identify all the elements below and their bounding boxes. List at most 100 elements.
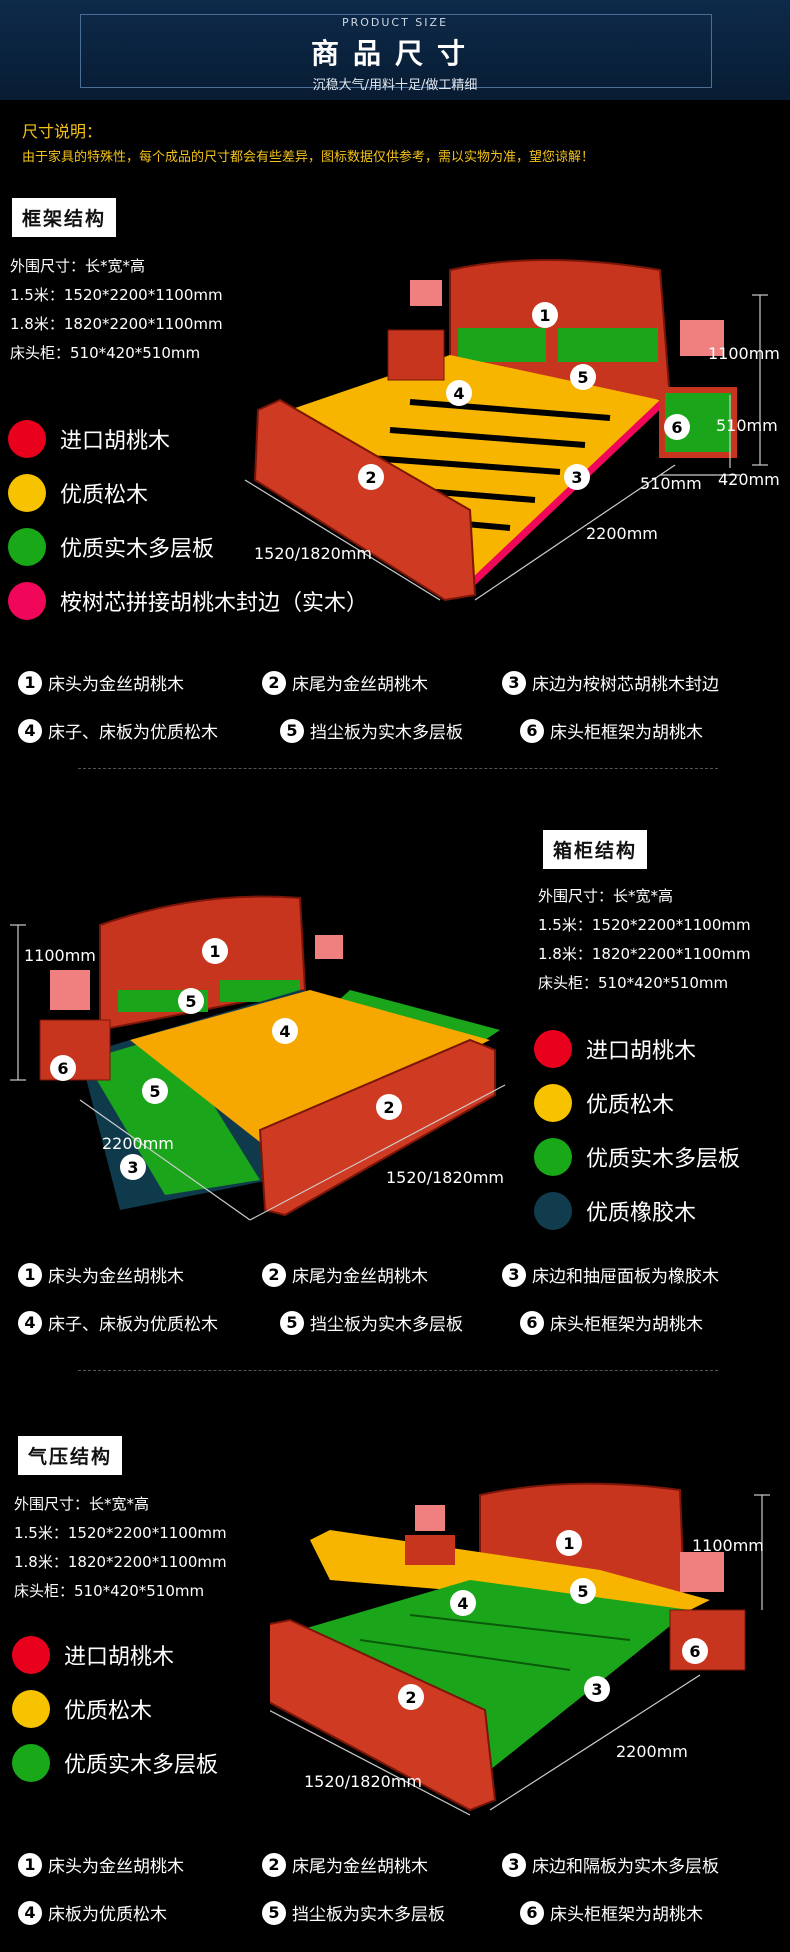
spec-line: 1.5米：1520*2200*1100mm [14,1524,227,1542]
spec-line: 床头柜：510*420*510mm [538,974,729,992]
legend-item: 优质实木多层板 [8,520,368,574]
header-subtitle: 沉稳大气/用料十足/做工精细 [312,78,478,93]
dim-length: 2200mm [102,1134,174,1153]
header-frame [80,14,712,88]
spec-list: 外围尺寸：长*宽*高 1.5米：1520*2200*1100mm 1.8米：18… [10,252,223,368]
spec-line: 1.8米：1820*2200*1100mm [10,315,223,333]
spec-line: 外围尺寸：长*宽*高 [10,257,146,275]
spec-line: 1.8米：1820*2200*1100mm [14,1553,227,1571]
callout-2: 2 [398,1684,424,1710]
legend-item: 优质松木 [534,1076,740,1130]
dim-cabinet-depth: 420mm [718,470,780,489]
callout-4: 4 [450,1590,476,1616]
storage-bed-illustration [10,895,506,1221]
hydraulic-bed-illustration [270,1482,770,1816]
dim-width: 1520/1820mm [254,544,372,563]
walnut-swatch [8,420,46,458]
callout-2: 2 [358,464,384,490]
legend-item: 优质橡胶木 [534,1184,740,1238]
callout-4: 4 [446,380,472,406]
dim-length: 2200mm [616,1742,688,1761]
material-legend: 进口胡桃木 优质松木 优质实木多层板 优质橡胶木 [534,1022,740,1238]
legend-item: 优质实木多层板 [12,1736,218,1790]
material-legend: 进口胡桃木 优质松木 优质实木多层板 桉树芯拼接胡桃木封边（实木） [8,412,368,628]
walnut-swatch [12,1636,50,1674]
dim-width: 1520/1820mm [304,1772,422,1791]
dim-height: 1100mm [708,344,780,363]
callout-3: 3 [564,464,590,490]
spec-line: 外围尺寸：长*宽*高 [538,887,674,905]
notice-text: 由于家具的特殊性，每个成品的尺寸都会有些差异，图标数据仅供参考，需以实物为准，望… [22,150,595,165]
legend-item: 优质松木 [8,466,368,520]
callout-3: 3 [584,1676,610,1702]
dim-length: 2200mm [586,524,658,543]
plywood-swatch [12,1744,50,1782]
spec-line: 1.8米：1820*2200*1100mm [538,945,751,963]
spec-list: 外围尺寸：长*宽*高 1.5米：1520*2200*1100mm 1.8米：18… [538,882,751,998]
spec-line: 床头柜：510*420*510mm [10,344,201,362]
header-eyebrow: PRODUCT SIZE [341,16,449,29]
pine-swatch [534,1084,572,1122]
notice-title: 尺寸说明： [22,122,103,141]
callout-2: 2 [376,1094,402,1120]
callout-1: 1 [556,1530,582,1556]
spec-line: 外围尺寸：长*宽*高 [14,1495,150,1513]
dim-cabinet-height: 510mm [716,416,778,435]
section-tag: 气压结构 [18,1436,123,1475]
spec-list: 外围尺寸：长*宽*高 1.5米：1520*2200*1100mm 1.8米：18… [14,1490,227,1606]
section-tag: 箱柜结构 [543,830,648,869]
callout-6: 6 [682,1638,708,1664]
callout-1: 1 [202,938,228,964]
section-divider [78,768,718,769]
plywood-swatch [534,1138,572,1176]
legend-item: 优质实木多层板 [534,1130,740,1184]
legend-item: 桉树芯拼接胡桃木封边（实木） [8,574,368,628]
legend-item: 进口胡桃木 [8,412,368,466]
eucalyptus-swatch [8,582,46,620]
callout-6: 6 [664,414,690,440]
section-tag: 框架结构 [12,198,117,237]
pine-swatch [8,474,46,512]
callout-5: 5 [570,1578,596,1604]
pine-swatch [12,1690,50,1728]
callout-4: 4 [272,1018,298,1044]
rubberwood-swatch [534,1192,572,1230]
spec-line: 1.5米：1520*2200*1100mm [538,916,751,934]
legend-item: 进口胡桃木 [534,1022,740,1076]
dim-height: 1100mm [24,946,96,965]
dim-height: 1100mm [692,1536,764,1555]
walnut-swatch [534,1030,572,1068]
header-banner [0,0,790,100]
spec-line: 1.5米：1520*2200*1100mm [10,286,223,304]
callout-5: 5 [570,364,596,390]
frame-bed-illustration [244,259,768,602]
section-divider [78,1370,718,1371]
callout-3: 3 [120,1154,146,1180]
callout-6: 6 [50,1055,76,1081]
material-legend: 进口胡桃木 优质松木 优质实木多层板 [12,1628,218,1790]
legend-item: 优质松木 [12,1682,218,1736]
plywood-swatch [8,528,46,566]
callout-5: 5 [142,1078,168,1104]
callout-1: 1 [532,302,558,328]
spec-line: 床头柜：510*420*510mm [14,1582,205,1600]
callout-5: 5 [178,988,204,1014]
legend-item: 进口胡桃木 [12,1628,218,1682]
